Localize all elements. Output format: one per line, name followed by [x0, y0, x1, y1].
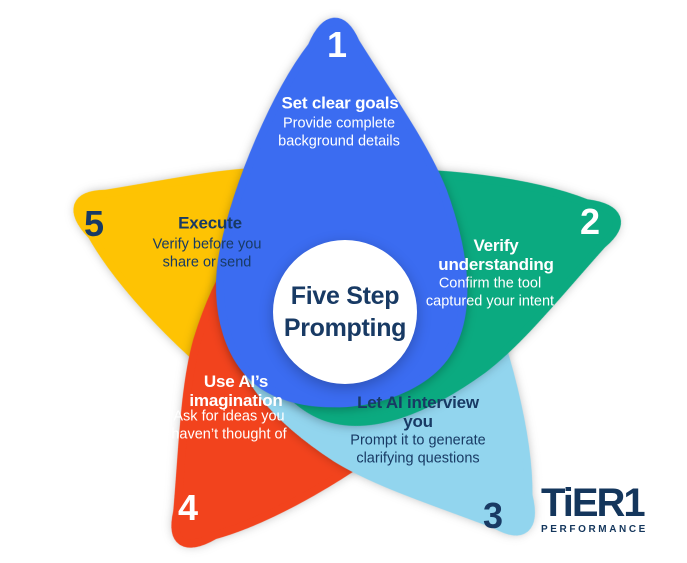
step-3-body: Prompt it to generate clarifying questio… — [350, 432, 486, 466]
step-2-title: Verify understanding — [438, 235, 554, 274]
step-5-number: 5 — [83, 203, 105, 244]
step-2-body: Confirm the tool captured your intent — [425, 275, 555, 309]
step-5-body: Verify before you share or send — [152, 236, 262, 270]
tier1-logo: TiER1 PERFORMANCE — [541, 481, 648, 535]
step-1-body: Provide complete background details — [278, 115, 400, 149]
center-circle: Five Step Prompting — [273, 240, 417, 384]
step-4-number: 4 — [177, 487, 199, 528]
diagram-title: Five Step Prompting — [283, 282, 407, 342]
logo-wordmark: TiER1 — [541, 481, 646, 525]
step-3-number: 3 — [482, 495, 504, 536]
step-4-title: Use AI’s imagination — [189, 371, 283, 410]
step-3-title: Let AI interview you — [357, 392, 479, 431]
step-4-body: Ask for ideas you haven’t thought of — [171, 408, 287, 442]
step-2-number: 2 — [579, 201, 601, 242]
step-1-title: Set clear goals — [281, 93, 399, 113]
logo-tagline: PERFORMANCE — [541, 524, 648, 535]
step-5-title: Execute — [178, 213, 242, 233]
step-1-number: 1 — [326, 24, 348, 65]
